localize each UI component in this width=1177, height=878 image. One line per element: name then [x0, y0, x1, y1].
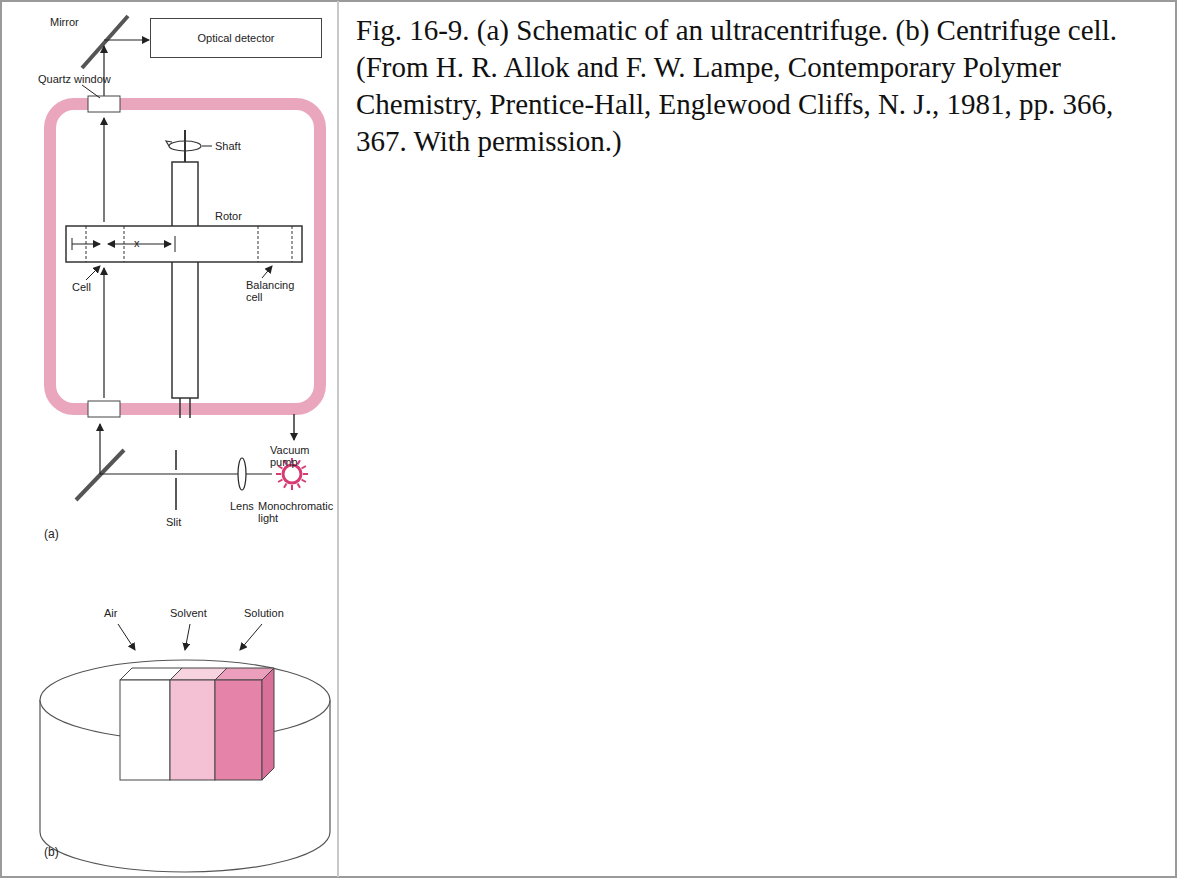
- part-label: Balancing cell: [246, 279, 298, 303]
- part-label: Mirror: [50, 16, 79, 28]
- part-label: Vacuum pump: [270, 444, 330, 468]
- quartz-window: [88, 96, 120, 112]
- solution-layer: [215, 680, 262, 780]
- slit: [175, 478, 177, 510]
- beam: [99, 424, 100, 474]
- detector-box: Optical detector: [150, 18, 322, 58]
- lens: [238, 458, 246, 490]
- leader-line: [82, 85, 100, 98]
- slit: [175, 450, 177, 470]
- vacuum-chamber: [50, 104, 320, 409]
- shaft-housing: [172, 162, 198, 398]
- figure-caption: Fig. 16-9. (a) Schematic of an ultracent…: [356, 12, 1164, 160]
- solvent-layer: [170, 680, 215, 780]
- part-label: Lens: [230, 500, 254, 512]
- quartz-window: [88, 401, 120, 417]
- part-label: Slit: [166, 516, 181, 528]
- part-label: Rotor: [215, 210, 242, 222]
- shaft: [184, 130, 186, 162]
- air-layer: [120, 680, 170, 780]
- part-label: Solvent: [170, 607, 207, 619]
- leader-line: [262, 266, 272, 278]
- panel-label: (a): [44, 528, 59, 540]
- rotor: [66, 226, 302, 262]
- part-label: Solution: [244, 607, 284, 619]
- beam: [103, 268, 104, 398]
- part-label: Quartz window: [38, 73, 111, 85]
- part-label: Shaft: [215, 140, 241, 152]
- beam: [103, 118, 104, 222]
- part-label: Air: [104, 607, 117, 619]
- cell-divider: [337, 1, 339, 877]
- rotation-arrow: [169, 141, 201, 151]
- dimension-label: x: [134, 237, 140, 249]
- beam: [104, 39, 149, 40]
- part-label: Monochromatic light: [258, 500, 328, 524]
- box-label: Optical detector: [197, 32, 274, 44]
- vacuum-pipe: [293, 414, 295, 440]
- part-label: Cell: [72, 281, 91, 293]
- leader-line: [86, 266, 100, 280]
- top-mirror: [82, 16, 128, 68]
- panel-label: (b): [44, 846, 59, 858]
